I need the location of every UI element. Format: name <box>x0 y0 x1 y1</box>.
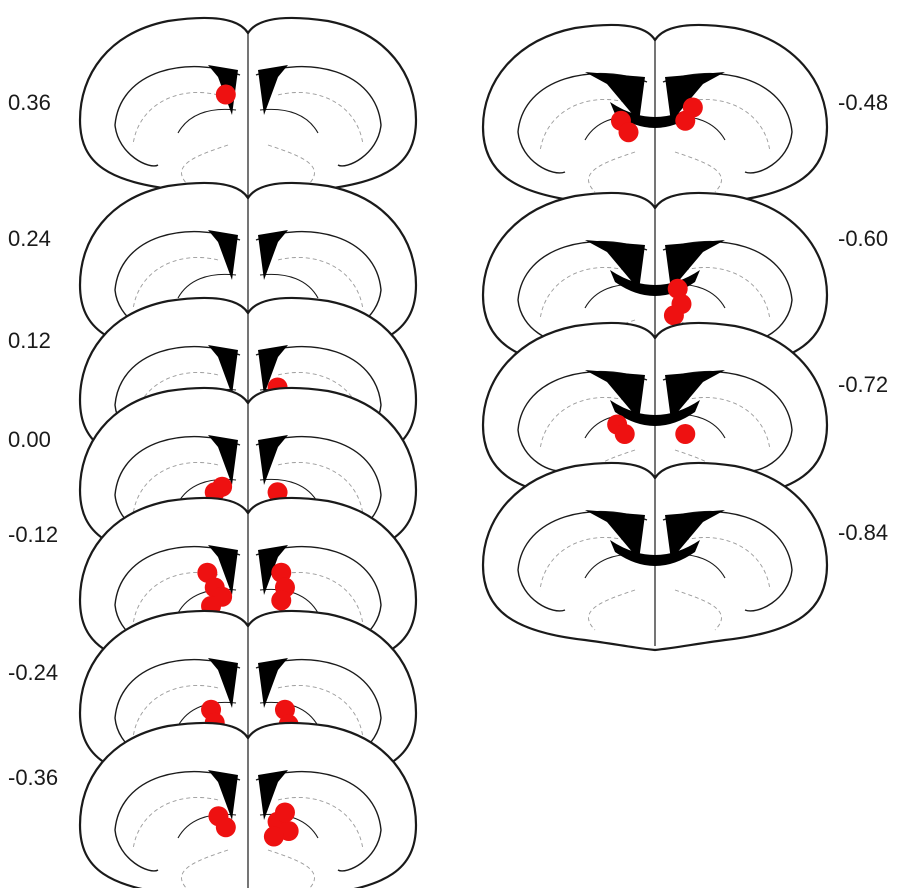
bregma-coordinate-label: -0.84 <box>838 520 888 545</box>
bregma-coordinate-label: 0.00 <box>8 427 51 452</box>
placement-site-marker <box>212 477 232 497</box>
placement-site-marker <box>664 305 684 325</box>
placement-site-marker <box>275 803 295 823</box>
coronal-section <box>483 463 827 650</box>
bregma-coordinate-label: -0.72 <box>838 372 888 397</box>
coronal-section <box>80 18 416 200</box>
placement-site-marker <box>683 98 703 118</box>
bregma-coordinate-label: -0.48 <box>838 90 888 115</box>
placement-site-marker <box>675 424 695 444</box>
placement-site-marker <box>216 85 236 105</box>
bregma-coordinate-label: -0.36 <box>8 765 58 790</box>
bregma-coordinate-label: 0.12 <box>8 328 51 353</box>
bregma-coordinate-label: 0.36 <box>8 90 51 115</box>
placement-site-marker <box>271 590 291 610</box>
placement-site-marker <box>216 817 236 837</box>
bregma-coordinate-label: 0.24 <box>8 226 51 251</box>
bregma-coordinate-label: -0.60 <box>838 226 888 251</box>
placement-site-marker <box>264 827 284 847</box>
placement-site-marker <box>615 424 635 444</box>
coronal-section <box>483 25 827 212</box>
placement-site-marker <box>619 122 639 142</box>
bregma-coordinate-label: -0.24 <box>8 660 58 685</box>
coronal-section <box>80 723 416 888</box>
bregma-coordinate-label: -0.12 <box>8 522 58 547</box>
site-group <box>216 85 236 105</box>
